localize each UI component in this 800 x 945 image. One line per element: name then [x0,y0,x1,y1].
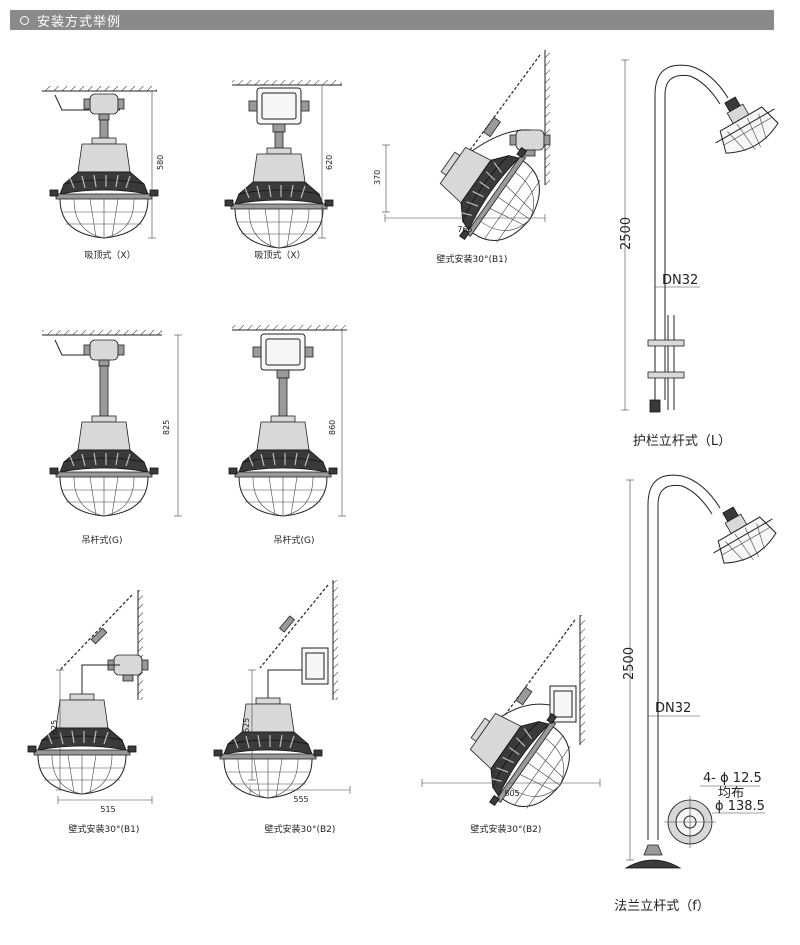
caption-wall-b2-a: 壁式安装30°(B2) [265,823,336,835]
dim-holes: 4- ϕ 12.5 [703,771,762,786]
dim-pcd: ϕ 138.5 [715,799,765,814]
caption-ceiling-1: 吸顶式（X） [84,249,135,261]
section-header: 安装方式举例 [10,10,774,30]
wall-mount-b2-b: 805 壁式安装30°(B2) [421,615,601,835]
caption-flange: 法兰立杆式（f） [614,899,710,914]
dim-625-a: 625 [50,720,59,735]
pendant-mount-1: 825 吊杆式(G) [42,330,182,546]
dim-2500-bottom: 2500 [622,647,637,680]
dim-765: 765 [457,225,472,234]
caption-pendant-2: 吊杆式(G) [274,534,315,546]
dim-370: 370 [373,170,382,185]
guardrail-pole-mount: 2500 DN32 护栏立杆式（L） [619,59,788,449]
dim-evenly: 均布 [718,786,744,801]
dim-620: 620 [325,155,334,170]
dim-805: 805 [504,789,519,798]
caption-wall-b2-b: 壁式安装30°(B2) [471,823,542,835]
caption-guardrail: 护栏立杆式（L） [633,434,731,449]
dim-515: 515 [100,805,115,814]
dim-580: 580 [156,155,165,170]
dim-625-b: 625 [242,718,251,733]
dim-dn32-bottom: DN32 [655,701,691,716]
ceiling-mount-1: 580 吸顶式（X） [42,86,165,261]
dim-825: 825 [162,420,171,435]
wall-mount-b1-top: 765 370 壁式安装30°(B1) [373,50,562,265]
dim-555: 555 [293,795,308,804]
caption-wall-b1-top: 壁式安装30°(B1) [437,253,508,265]
caption-wall-b1: 壁式安装30°(B1) [69,823,140,835]
caption-ceiling-2: 吸顶式（X） [254,249,305,261]
wall-mount-b1: 515 625 壁式安装30°(B1) [27,590,153,835]
dim-860: 860 [328,420,337,435]
dim-2500-top: 2500 [619,217,634,250]
flange-pole-mount: 2500 DN32 4- ϕ 12.5 均布 ϕ 138.5 法兰立杆式（f） [614,474,786,914]
wall-mount-b2-a: 555 625 壁式安装30°(B2) [213,580,351,835]
circle-bullet-icon [20,15,29,25]
caption-pendant-1: 吊杆式(G) [82,534,123,546]
pendant-mount-2: 860 吊杆式(G) [228,325,347,546]
ceiling-mount-2: 620 吸顶式（X） [224,80,342,261]
dim-dn32-top: DN32 [662,273,698,288]
section-title: 安装方式举例 [37,14,122,30]
